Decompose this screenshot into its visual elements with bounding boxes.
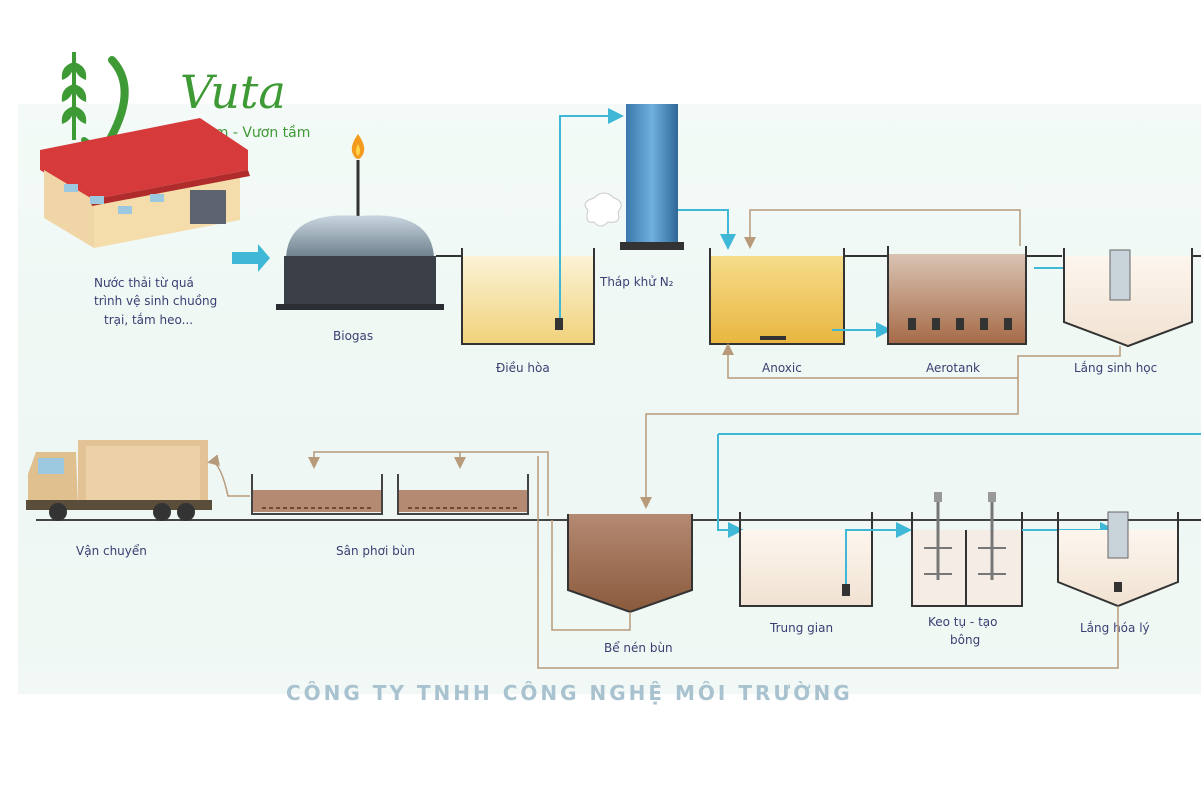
sludge-thickener: [567, 514, 693, 614]
company-title: CÔNG TY TNHH CÔNG NGHỆ MÔI TRƯỜNG: [286, 681, 853, 705]
sludge-drying-label: Sân phơi bùn: [336, 544, 415, 558]
anoxic-tank: [709, 248, 845, 345]
sludge-tank-label: Bể nén bùn: [604, 641, 673, 655]
transport-label: Vận chuyển: [76, 544, 147, 558]
inflow-arrow-icon: [232, 244, 270, 272]
biogas-label: Biogas: [333, 329, 373, 343]
farm-building: [40, 118, 250, 248]
equalization-tank: [461, 248, 595, 345]
coagulation-label-1: Keo tụ - tạo: [928, 615, 997, 629]
intermediate-tank: [739, 512, 873, 607]
bio-settling-tank: [1063, 248, 1193, 348]
coagulation-tanks: [911, 492, 1023, 607]
aerotank: [887, 246, 1027, 345]
sludge-drying-beds: [251, 474, 529, 515]
truck: [26, 440, 212, 521]
source-label-3: trại, tắm heo...: [104, 313, 193, 327]
biogas-tank: [276, 134, 444, 310]
chem-settling-tank: [1057, 511, 1179, 608]
brand-name: Vuta: [180, 65, 286, 119]
cooling-tower: [584, 104, 684, 250]
intermediate-label: Trung gian: [769, 621, 833, 635]
bio-settling-label: Lắng sinh học: [1074, 361, 1157, 375]
leaf-icon: [61, 52, 129, 150]
equalization-label: Điều hòa: [496, 361, 550, 375]
cooling-tower-label: Tháp khử N₂: [599, 275, 674, 289]
anoxic-label: Anoxic: [762, 361, 802, 375]
source-label-2: trình vệ sinh chuồng: [94, 294, 217, 308]
chem-settling-label: Lắng hóa lý: [1080, 621, 1150, 635]
aerotank-label: Aerotank: [926, 361, 980, 375]
source-label-1: Nước thải từ quá: [94, 276, 194, 290]
coagulation-label-2: bông: [950, 633, 980, 647]
